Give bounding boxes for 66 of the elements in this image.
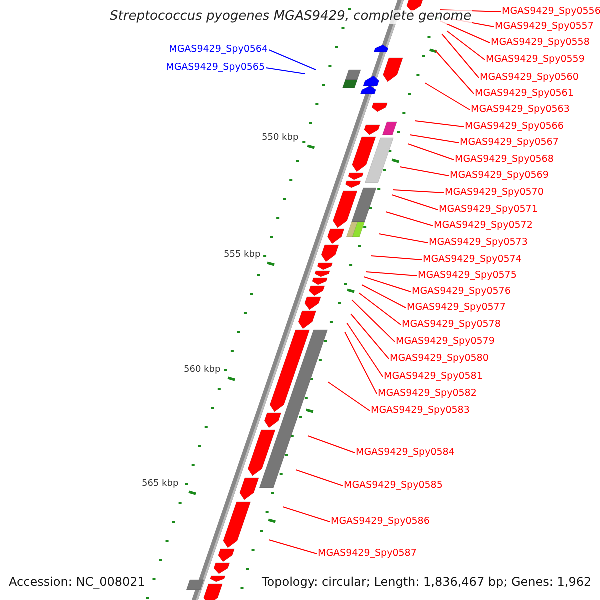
gene-label: MGAS9429_Spy0584 [356, 446, 455, 460]
gene-label: MGAS9429_Spy0586 [331, 515, 430, 529]
gene-label: MGAS9429_Spy0557 [495, 20, 594, 34]
gene-label: MGAS9429_Spy0569 [450, 169, 549, 183]
gene-label: MGAS9429_Spy0570 [445, 186, 544, 200]
gene-label: MGAS9429_Spy0561 [475, 87, 574, 101]
leader-line [410, 134, 460, 144]
leader-line [392, 190, 444, 194]
tick-label: 560 kbp [184, 364, 221, 377]
leader-line [366, 272, 418, 276]
leader-line [296, 470, 344, 486]
gene-label: MGAS9429_Spy0576 [412, 285, 511, 299]
accession-text: Accession: NC_008021 [9, 575, 146, 589]
tick-label: 555 kbp [224, 249, 261, 262]
leader-line [346, 322, 384, 378]
leader-line [308, 436, 356, 454]
leader-line [268, 540, 318, 554]
gene-label: MGAS9429_Spy0582 [378, 387, 477, 401]
gene-label: MGAS9429_Spy0579 [396, 335, 495, 349]
leader-line [392, 194, 438, 210]
gene-label: MGAS9429_Spy0572 [434, 219, 533, 233]
title: Streptococcus pyogenes MGAS9429, complete genome [110, 10, 472, 24]
gene-label: MGAS9429_Spy0559 [486, 53, 585, 67]
gene-label: MGAS9429_Spy0574 [423, 253, 522, 267]
genome-info-text: Topology: circular; Length: 1,836,467 bp; Genes: 1,962 [262, 575, 592, 589]
gene-label: MGAS9429_Spy0577 [407, 301, 506, 315]
gene-label: MGAS9429_Spy0563 [471, 103, 570, 117]
gene-label: MGAS9429_Spy0571 [439, 203, 538, 217]
leader-line [424, 82, 470, 110]
leader-line [414, 120, 464, 128]
gene-label: MGAS9429_Spy0587 [318, 547, 417, 561]
gene-label: MGAS9429_Spy0581 [384, 370, 483, 384]
gene-label: MGAS9429_Spy0556 [502, 5, 600, 19]
tick-label: 565 kbp [142, 478, 179, 491]
leader-line [386, 212, 434, 226]
leader-line [344, 332, 378, 394]
leader-line [358, 292, 402, 326]
gene-label: MGAS9429_Spy0564 [169, 43, 268, 57]
leader-line [266, 68, 306, 74]
leader-line [400, 166, 450, 176]
gene-label: MGAS9429_Spy0575 [418, 269, 517, 283]
gene-label: MGAS9429_Spy0567 [460, 136, 559, 150]
gene-label: MGAS9429_Spy0573 [429, 236, 528, 250]
leader-line [362, 284, 406, 308]
leader-line [442, 34, 480, 78]
leader-line [328, 382, 370, 412]
gene-label: MGAS9429_Spy0585 [344, 479, 443, 493]
gene-label: MGAS9429_Spy0580 [390, 352, 489, 366]
leader-line [408, 144, 454, 160]
gene-label: MGAS9429_Spy0558 [491, 36, 590, 50]
leader-line [350, 314, 390, 360]
gene-label: MGAS9429_Spy0578 [402, 318, 501, 332]
gene-label: MGAS9429_Spy0583 [371, 404, 470, 418]
leader-line [352, 300, 396, 342]
leader-line [282, 506, 330, 522]
leader-line [364, 276, 412, 292]
gene-label: MGAS9429_Spy0560 [480, 71, 579, 85]
leader-line [268, 50, 316, 70]
gene-label: MGAS9429_Spy0566 [465, 120, 564, 134]
leader-line [378, 234, 428, 244]
gene-label: MGAS9429_Spy0568 [455, 153, 554, 167]
leader-line [370, 256, 422, 260]
leader-line [446, 30, 486, 60]
gene-label: MGAS9429_Spy0565 [166, 61, 265, 75]
leader-line [434, 50, 474, 94]
tick-label: 550 kbp [262, 132, 299, 145]
